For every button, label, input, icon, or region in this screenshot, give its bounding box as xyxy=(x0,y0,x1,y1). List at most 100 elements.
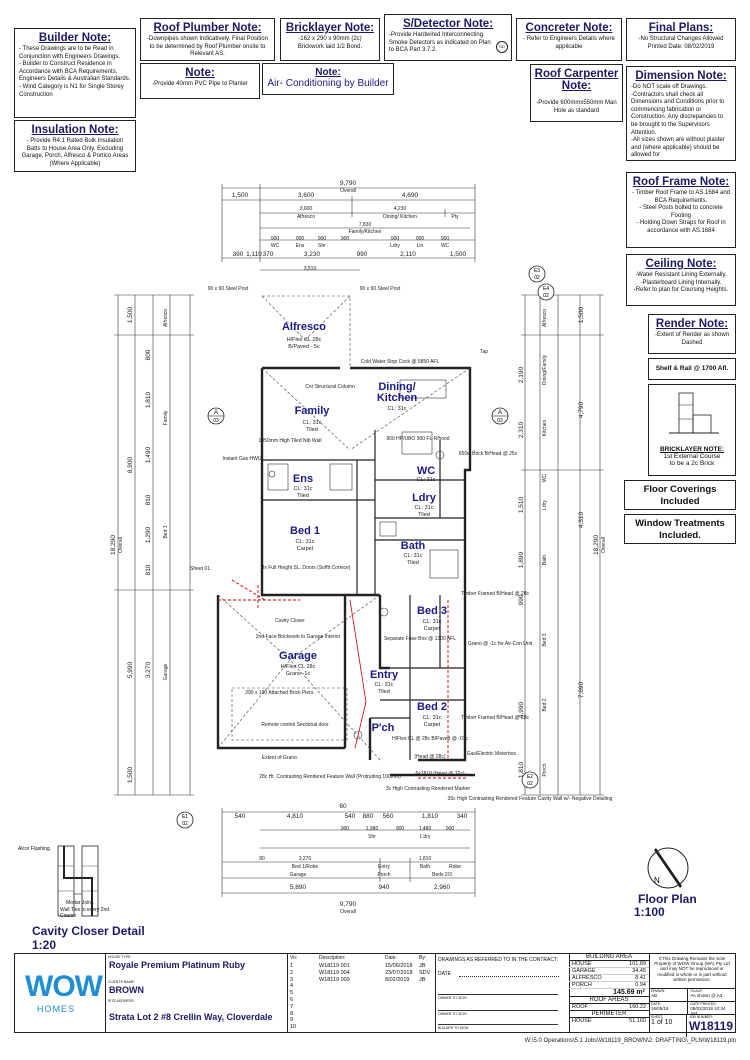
dim-right-label: Bath xyxy=(542,555,548,566)
final-plans-note: Final Plans: -No Structural Changes Allo… xyxy=(626,18,736,61)
svg-text:03: 03 xyxy=(213,418,219,424)
revision-by: JB xyxy=(419,963,426,969)
dim-bot-row4-label: Porch xyxy=(377,872,390,878)
dim-bot-overall-label: Overall xyxy=(340,909,356,915)
dim-top-row3-label: Family/Kitchen xyxy=(349,229,382,235)
area-value: 0.94 xyxy=(635,982,646,988)
dim-left-col1: 8,900 xyxy=(127,456,134,473)
elevation-marker-e3: E3 02 xyxy=(528,265,546,283)
dim-top-row1: 4,690 xyxy=(402,192,419,199)
cavity-detail-title: Cavity Closer Detail xyxy=(32,924,145,938)
room-bed2: Bed 2 xyxy=(417,701,447,713)
perimeter-name: HOUSE xyxy=(572,1018,592,1024)
client-name: BROWN xyxy=(109,985,144,995)
house-type: Royale Premium Platinum Ruby xyxy=(109,960,246,970)
dim-bot-row4: 5,890 xyxy=(290,884,307,891)
dim-bot-row3: 1,810 xyxy=(419,856,432,862)
dim-top-row4-label: Lin xyxy=(417,243,424,249)
cavity-detail-drawing xyxy=(57,845,99,917)
area-name: ALFRESCO xyxy=(572,975,602,981)
floor-coverings-text: Floor Coverings Included xyxy=(643,484,717,507)
dimension-line: -Do NOT scale off Drawings. xyxy=(631,84,708,90)
floor-plan-scale: 1:100 xyxy=(634,905,665,919)
entry-floor: Tiled xyxy=(378,689,390,695)
alfresco-floor: B/Paved - 5c xyxy=(288,344,320,350)
pvc-note: Note: -Provide 40mm PVC Pipe to Planter xyxy=(140,63,260,99)
render-note: Render Note: -Extent of Render as shown … xyxy=(648,314,736,354)
dim-bot-overall: 9,790 xyxy=(340,901,357,908)
title-block: WOW HOMES HOUSE TYPE: Royale Premium Pla… xyxy=(14,953,736,1037)
builder-note-body: - These Drawings are to be Read in Conju… xyxy=(15,44,135,101)
brick-detail-line: 1st External Course xyxy=(663,453,721,460)
revision-desc: W18119 004 xyxy=(319,969,350,976)
dim-bot-row4-label: Beds 2/3 xyxy=(432,872,452,878)
dim-top-row6: 3,510 xyxy=(304,266,317,272)
ceiling-title: Ceiling Note: xyxy=(645,258,717,270)
annotation-tiled-wall: 1050mm High Tiled Nib Wall xyxy=(259,438,322,444)
dim-left-overall-label: Overall xyxy=(118,537,124,553)
roof-frame-line: - Steel Posts bolted to concrete Footing xyxy=(639,205,723,219)
elevation-marker-e1: E1 02 xyxy=(176,811,194,829)
dim-top-row1: 1,500 xyxy=(232,192,249,199)
svg-text:02: 02 xyxy=(534,275,540,281)
dim-right-col1: 7,690 xyxy=(578,681,585,698)
cavity-label-flashing: Alcor Flashing. xyxy=(18,846,52,852)
dim-right-label: Alfresco xyxy=(542,309,548,327)
svg-text:N: N xyxy=(654,876,660,885)
annotation-brick-head: 650w Brick B/Head @ 25c xyxy=(459,451,518,457)
shelf-rail-note: Shelf & Rail @ 1700 Afl. xyxy=(648,358,736,380)
dim-bot-row1: 880 xyxy=(363,813,374,820)
room-bed3: Bed 3 xyxy=(417,605,447,617)
drawn-value: AB xyxy=(651,993,658,998)
family-ceiling: CL: 31c xyxy=(303,420,322,426)
room-ldry: Ldry xyxy=(412,492,437,504)
cavity-label-mortar: Mortar Joint. xyxy=(66,900,94,906)
bed3-floor: Carpet xyxy=(424,626,441,632)
ceiling-line: -Plasterboard Lining Internally. xyxy=(640,279,722,286)
roof-carpenter-note: Roof Carpenter Note: -Provide 600mmx550m… xyxy=(530,64,623,122)
dim-top-row4-label: Shr xyxy=(318,243,326,249)
sign-owner-1: OWNER TO SIGN xyxy=(438,996,467,1000)
svg-text:02: 02 xyxy=(543,293,549,299)
annotation-marker: 3c High Contrasting Rendered Marker xyxy=(386,786,471,792)
site-label: SITE ADDRESS: xyxy=(108,999,135,1003)
concreter-note: Concreter Note: - Refer to Engineers Det… xyxy=(516,18,622,61)
dim-bot-row2: 900 xyxy=(341,826,350,832)
room-family: Family xyxy=(295,405,331,417)
dim-right-label: Ldry xyxy=(542,500,548,510)
alfresco-ceiling: H/Flex CL 28c xyxy=(287,337,322,343)
bed2-floor: Carpet xyxy=(424,722,441,728)
dim-bot-row3: 3,270 xyxy=(299,856,312,862)
dim-bot-row2-label: Shr xyxy=(368,834,376,840)
building-area-title: BUILDING AREA xyxy=(569,954,649,961)
dimension-title: Dimension Note: xyxy=(635,70,727,82)
annotation-timber-framed-1: Timber Framed B/Head @ 28c xyxy=(461,591,529,597)
dim-top-row5: 1,500 xyxy=(450,251,467,258)
ceiling-body: -Water Resistant Lining Externally. -Pla… xyxy=(627,270,735,297)
annotation-aircon: Grano @ -1c for Air-Con Unit xyxy=(468,641,533,647)
dim-left-col1: 1,500 xyxy=(127,306,134,323)
final-plans-body: -No Structural Changes Allowed Printed D… xyxy=(627,34,735,53)
dim-bot-row4-label: Garage xyxy=(290,872,307,878)
ens-floor: Tiled xyxy=(297,493,309,499)
render-title: Render Note: xyxy=(655,318,729,330)
dim-bot-row1: 560 xyxy=(383,813,394,820)
concreter-body: - Refer to Engineers Details where appli… xyxy=(523,36,615,50)
roof-carpenter-body: -Provide 600mmx550mm Man Hole as standar… xyxy=(536,100,617,114)
dim-top-row5: 1,110 xyxy=(246,251,262,258)
svg-text:E4: E4 xyxy=(543,286,549,292)
dimension-note: Dimension Note: -Do NOT scale off Drawin… xyxy=(626,66,736,161)
dim-bot-row2: 900 xyxy=(446,826,455,832)
dim-right-col2: 1,510 xyxy=(518,496,525,513)
dimension-body: -Do NOT scale off Drawings. -Contractors… xyxy=(627,82,735,162)
annotation-brickwork: 2nd Face Brickwork to Garage Interior xyxy=(256,634,341,640)
ac-note: Note: Air- Conditioning by Builder xyxy=(262,63,394,95)
render-body: -Extent of Render as shown Dashed xyxy=(654,332,730,346)
area-value: 8.41 xyxy=(635,975,646,981)
job-number-label: JOB NUMBER: xyxy=(688,1015,713,1019)
dim-left-col2: 810 xyxy=(145,564,152,575)
floor-plan-title: Floor Plan xyxy=(638,892,697,906)
